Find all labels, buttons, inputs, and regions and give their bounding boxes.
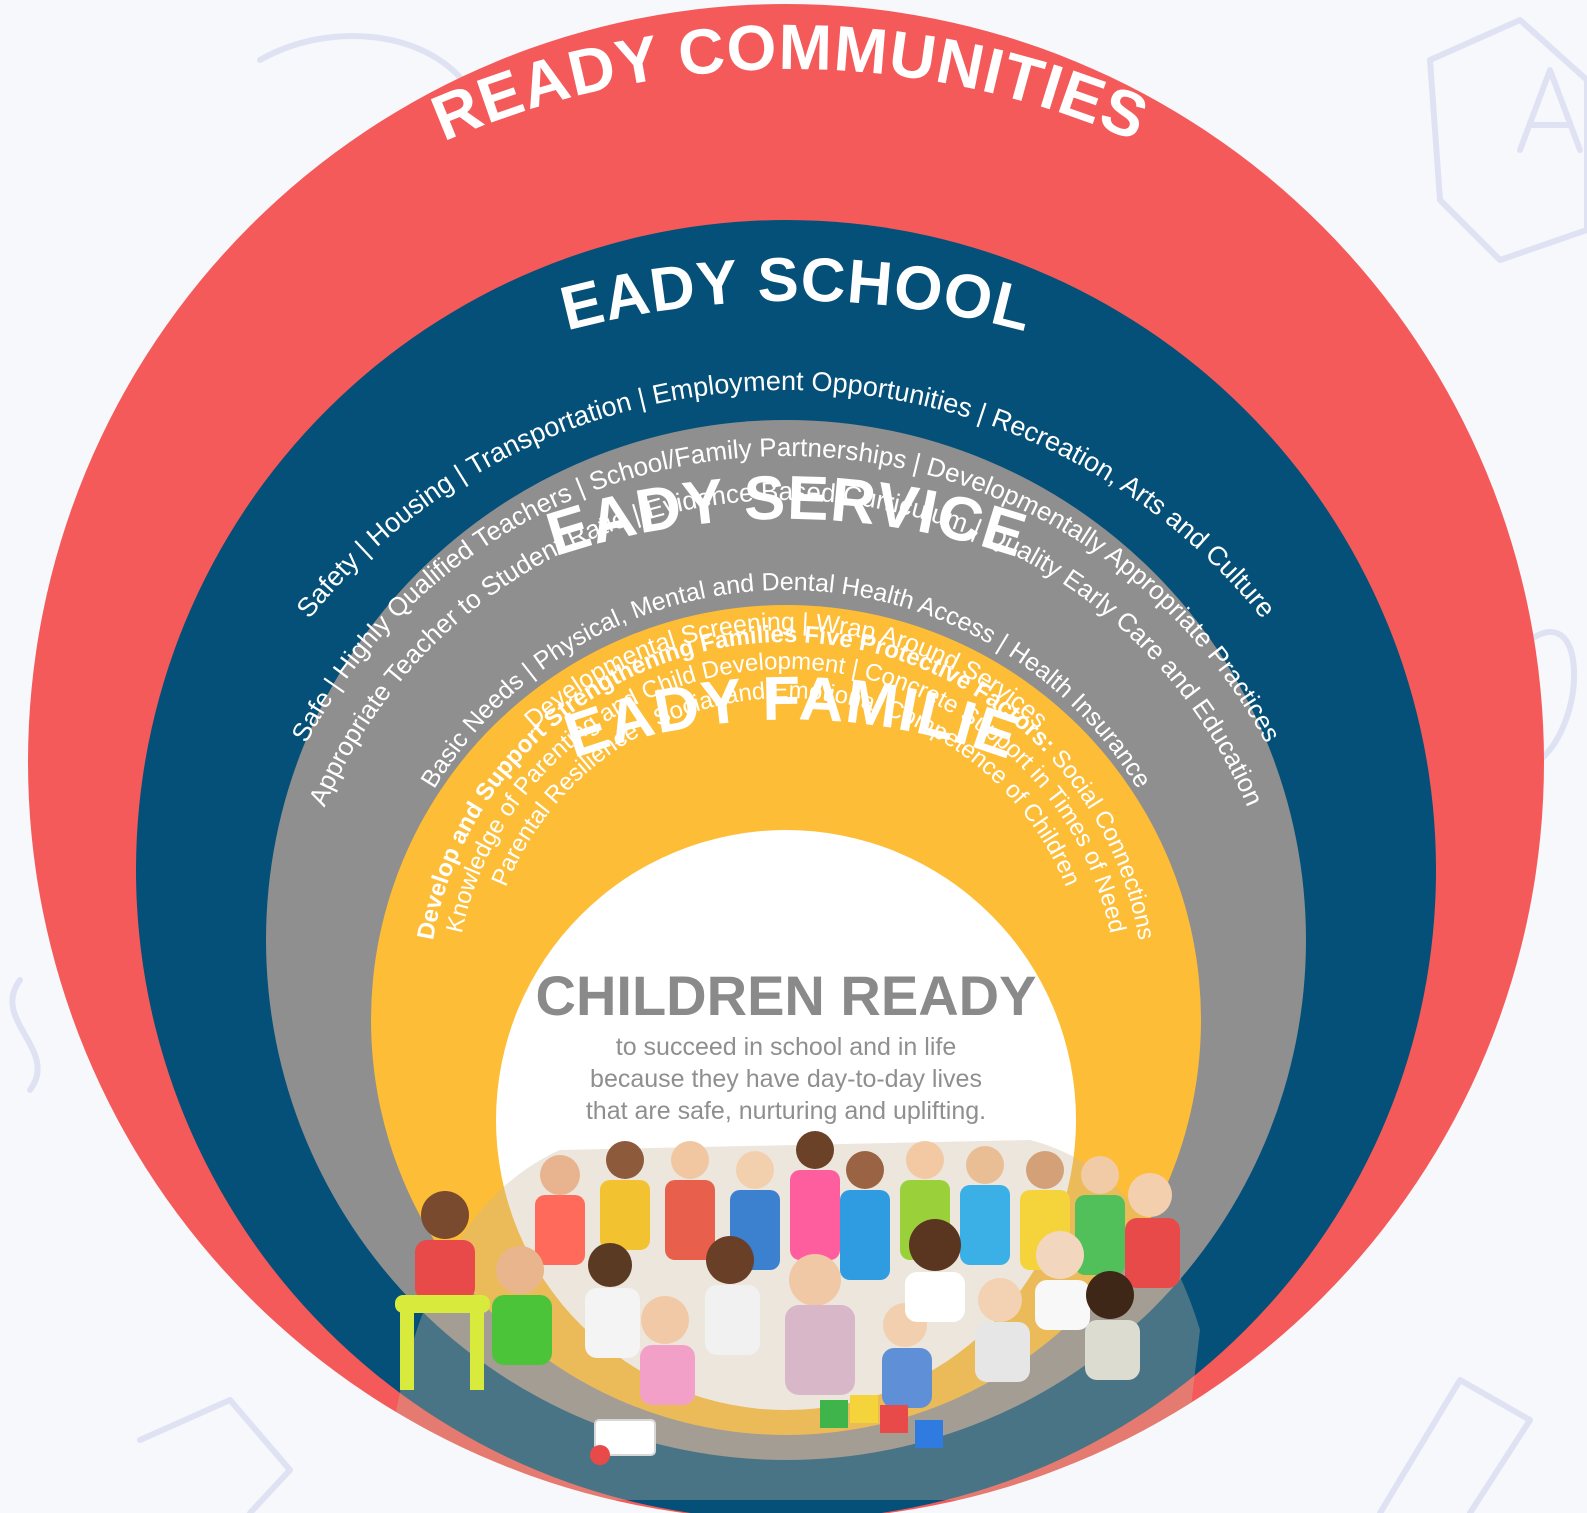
ball-doodle-icon	[257, 33, 473, 93]
background-doodles	[9, 17, 1587, 1513]
letter-a-doodle-icon	[1517, 67, 1583, 153]
swirl-doodle-icon	[9, 977, 41, 1093]
book-doodle-icon	[1427, 17, 1587, 263]
children-group-photo	[385, 1131, 1200, 1500]
children-ready-line2: because they have day-to-day lives	[590, 1065, 982, 1093]
block-doodle-icon	[137, 1397, 293, 1513]
children-ready-line3: that are safe, nurturing and uplifting.	[586, 1097, 986, 1125]
child-figures	[395, 1131, 1180, 1465]
pencil-doodle-icon	[1377, 1377, 1533, 1513]
leaf-doodle-icon	[1527, 629, 1577, 763]
children-ready-title: CHILDREN READY	[536, 964, 1037, 1027]
children-ready-line1: to succeed in school and in life	[616, 1033, 957, 1061]
